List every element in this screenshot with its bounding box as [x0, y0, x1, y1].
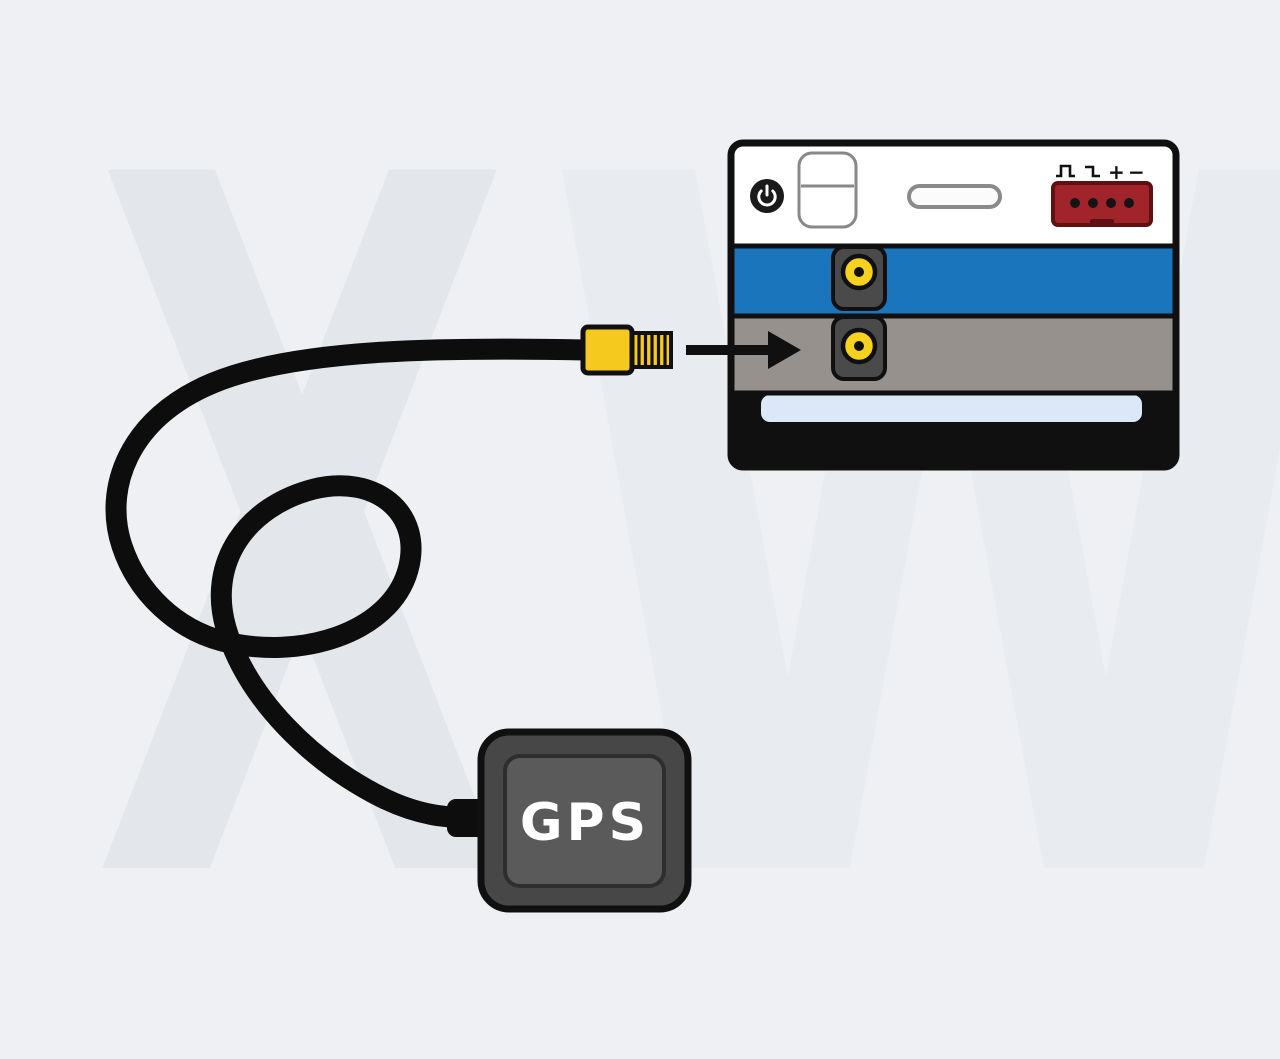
square-pulse-icon	[1056, 164, 1075, 178]
io-pin	[1070, 198, 1080, 208]
power-button	[750, 179, 784, 213]
symbol-minus: −	[1128, 160, 1145, 184]
antenna-jack-bottom	[831, 315, 887, 381]
cable-plug	[580, 324, 673, 376]
step-wave-icon	[1085, 165, 1100, 178]
gps-face	[503, 754, 666, 888]
toggle-switch	[797, 151, 858, 229]
io-connector-body	[1051, 181, 1153, 227]
usb-slot	[907, 184, 1002, 209]
io-connector-red	[1051, 181, 1153, 227]
card-slot	[761, 395, 1142, 422]
plug-body	[580, 324, 635, 376]
jack-pin	[854, 341, 864, 351]
gps-label: GPS	[520, 793, 650, 853]
io-symbols: + −	[1056, 160, 1145, 184]
symbol-plus: +	[1108, 160, 1125, 184]
device-panel: + −	[727, 139, 1180, 471]
io-connector-notch	[1090, 219, 1114, 226]
antenna-cable	[105, 338, 597, 829]
io-pin	[1088, 198, 1098, 208]
power-icon	[757, 189, 777, 207]
jack-pin	[854, 267, 864, 277]
gps-module: GPS	[477, 728, 692, 913]
arrow-right-icon	[686, 331, 801, 369]
io-pin	[1106, 198, 1116, 208]
device-outline	[727, 139, 1180, 471]
watermark-letter-x: X	[92, 0, 513, 1059]
io-pin	[1124, 198, 1134, 208]
band-blue	[734, 246, 1173, 316]
antenna-jack-top	[831, 245, 887, 311]
band-gray	[734, 316, 1173, 393]
